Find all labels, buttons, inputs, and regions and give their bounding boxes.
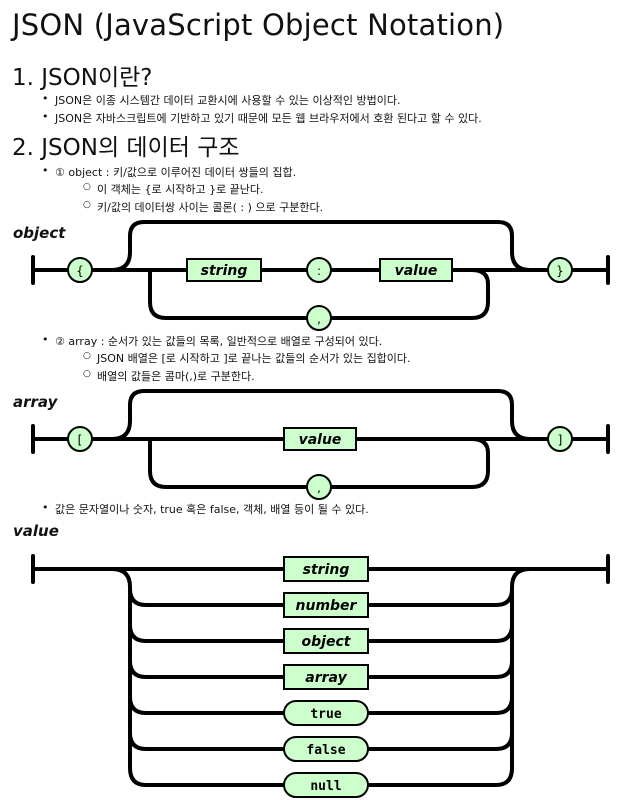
false-option-text: false [306,743,345,758]
bullet-text: 이 객체는 {로 시작하고 }로 끝난다. [97,183,264,196]
object-option-text: object [302,634,352,650]
comma-node [306,305,332,331]
page-title: JSON (JavaScript Object Notation) [12,8,505,42]
comma-node [306,474,332,500]
array-option-box [283,664,369,690]
bullet-icon: • [42,501,49,514]
section-1-heading: 1. JSON이란? [12,65,153,91]
value-diagram: string number object array true false nu… [31,554,610,798]
sub-bullet-item: ○ 배열의 값들은 콤마(,)로 구분한다. [83,368,255,384]
close-bracket-text: ] [558,433,563,447]
repeat-track [148,437,490,489]
bullet-text: ② array : 순서가 있는 값들의 목록, 일반적으로 배열로 구성되어 … [55,335,383,348]
value-box [379,258,453,282]
bullet-item: • JSON은 이종 시스템간 데이터 교환시에 사용할 수 있는 이상적인 방… [42,92,401,108]
bullet-text: 키/값의 데이터쌍 사이는 콜론( : ) 으로 구분한다. [97,201,324,214]
bullet-text: 배열의 값들은 콤마(,)로 구분한다. [97,370,255,383]
bullet-icon: • [42,164,49,177]
object-diagram: { string : value } , [31,220,610,331]
bullet-icon: • [42,333,49,346]
comma-text: , [317,312,321,326]
string-option-text: string [303,562,350,578]
bullet-text: JSON은 이종 시스템간 데이터 교환시에 사용할 수 있는 이상적인 방법이… [55,94,401,107]
value-diagram-label: value [13,522,59,540]
bullet-text: JSON은 자바스크립트에 기반하고 있기 때문에 모든 웹 브라우저에서 호환… [55,112,482,125]
close-brace-node [547,257,573,283]
bullet-item: • ① object : 키/값으로 이루어진 데이터 쌍들의 집합. [42,164,297,180]
sub-bullet-item: ○ JSON 배열은 [로 시작하고 ]로 끝나는 값들의 순서가 있는 집합이… [83,350,411,366]
true-option-text: true [310,707,341,722]
object-option-box [283,628,369,654]
open-brace-text: { [76,264,84,278]
bullet-icon: • [42,92,49,105]
null-option-text: null [310,779,341,794]
right-spine-track [366,567,532,787]
empty-bypass-track [110,389,532,441]
bullet-text: ① object : 키/값으로 이루어진 데이터 쌍들의 집합. [55,166,297,179]
open-brace-node [67,257,93,283]
empty-bypass-track [110,220,532,272]
bullet-text: JSON 배열은 [로 시작하고 ]로 끝나는 값들의 순서가 있는 집합이다. [97,352,411,365]
open-bracket-node [67,426,93,452]
number-option-box [283,592,369,618]
array-diagram-label: array [13,393,58,411]
value-box [283,427,357,451]
string-option-box [283,556,369,582]
sub-bullet-item: ○ 키/값의 데이터쌍 사이는 콜론( : ) 으로 구분한다. [83,199,324,215]
colon-node [306,257,332,283]
array-option-text: array [305,670,347,686]
true-option-node [283,700,369,726]
bullet-text: 값은 문자열이나 숫자, true 혹은 false, 객체, 배열 등이 될 … [55,503,369,516]
sub-bullet-item: ○ 이 객체는 {로 시작하고 }로 끝난다. [83,181,264,197]
circle-bullet-icon: ○ [83,200,91,210]
value-box-text: value [395,263,438,279]
circle-bullet-icon: ○ [83,182,91,192]
string-box-text: string [201,263,248,279]
circle-bullet-icon: ○ [83,369,91,379]
number-option-text: number [296,598,358,614]
close-brace-text: } [556,264,564,278]
repeat-track [148,268,490,320]
value-box-text: value [299,432,342,448]
object-diagram-label: object [13,224,66,242]
false-option-node [283,736,369,762]
close-bracket-node [547,426,573,452]
colon-text: : [317,264,321,278]
circle-bullet-icon: ○ [83,351,91,361]
bullet-icon: • [42,110,49,123]
bullet-item: • 값은 문자열이나 숫자, true 혹은 false, 객체, 배열 등이 … [42,501,369,517]
null-option-node [283,772,369,798]
open-bracket-text: [ [78,433,83,447]
string-box [186,258,262,282]
comma-text: , [317,481,321,495]
bullet-item: • ② array : 순서가 있는 값들의 목록, 일반적으로 배열로 구성되… [42,333,383,349]
section-2-heading: 2. JSON의 데이터 구조 [12,135,240,161]
left-spine-track [110,567,286,787]
bullet-item: • JSON은 자바스크립트에 기반하고 있기 때문에 모든 웹 브라우저에서 … [42,110,482,126]
array-diagram: [ value ] , [31,389,610,500]
